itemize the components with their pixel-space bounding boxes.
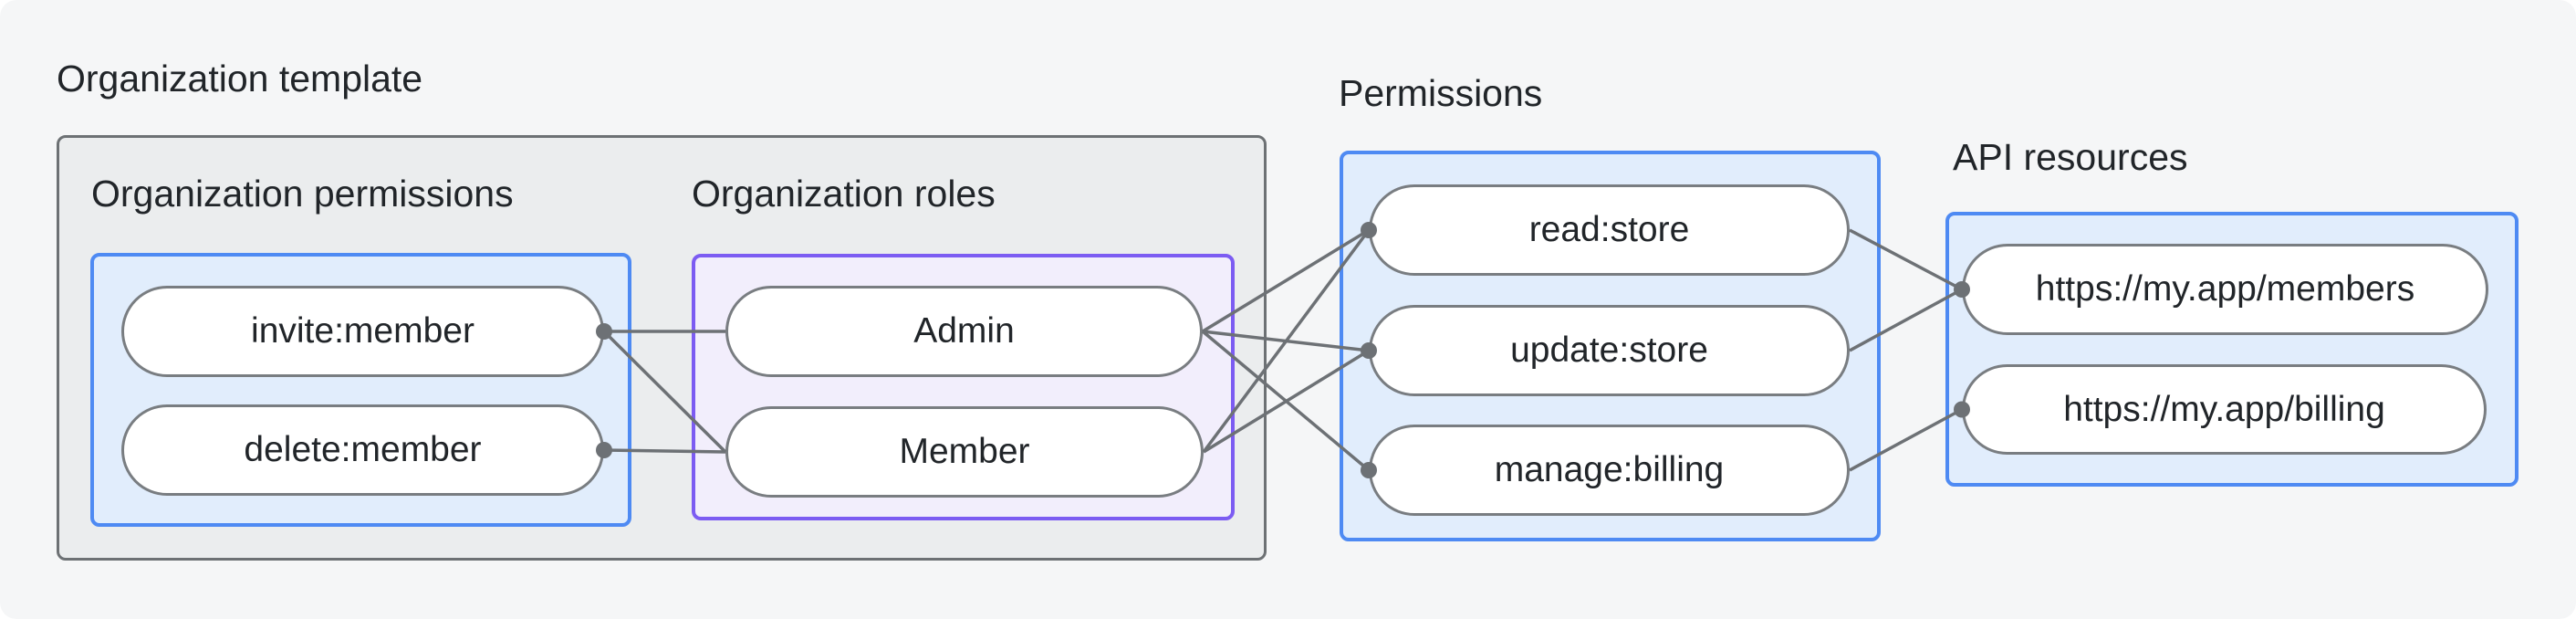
- node-invite-member: invite:member: [121, 286, 604, 377]
- node-admin: Admin: [725, 286, 1203, 377]
- org-permissions-label: Organization permissions: [91, 173, 514, 215]
- diagram-title: Organization template: [57, 58, 423, 100]
- node-members-api-url: https://my.app/members: [1962, 244, 2488, 335]
- node-delete-member: delete:member: [121, 404, 604, 496]
- node-update-store: update:store: [1369, 305, 1850, 396]
- api-resources-label: API resources: [1953, 136, 2188, 178]
- node-manage-billing: manage:billing: [1369, 425, 1850, 516]
- permissions-label: Permissions: [1339, 72, 1543, 114]
- node-billing-api-url: https://my.app/billing: [1962, 364, 2487, 455]
- org-roles-label: Organization roles: [692, 173, 996, 215]
- node-member: Member: [725, 406, 1204, 498]
- node-read-store: read:store: [1369, 184, 1850, 276]
